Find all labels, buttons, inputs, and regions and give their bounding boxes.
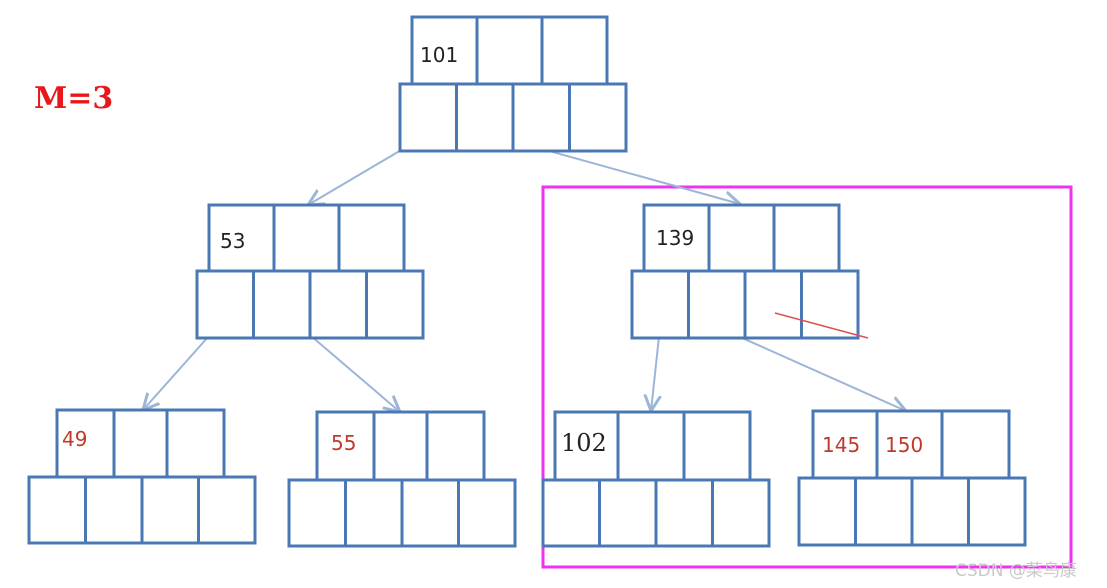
pointer-cell: [910, 476, 970, 547]
pointer-cell: [197, 475, 257, 545]
order-label: M=3: [34, 81, 113, 116]
node-left: 53: [195, 203, 425, 340]
key-label: 53: [220, 229, 245, 253]
pointer-cell: [27, 475, 87, 545]
pointer-cell: [797, 476, 857, 547]
pointer-cell: [967, 476, 1027, 547]
node-leaf4: 145 150: [797, 409, 1027, 547]
key-label: 145: [822, 433, 860, 457]
pointer-cell: [541, 478, 601, 548]
node-root: 101: [398, 15, 628, 153]
key-cell: [337, 203, 406, 273]
key-cell: [772, 203, 841, 273]
watermark-text: CSDN @菜鸟康: [955, 561, 1077, 581]
key-cell: [272, 203, 341, 273]
key-label: 101: [420, 43, 458, 67]
node-leaf2: 55: [287, 410, 517, 548]
pointer-cell: [287, 478, 347, 548]
key-cell: [475, 15, 544, 86]
key-cell: [875, 409, 944, 480]
key-cell: [540, 15, 609, 86]
pointer-cell: [308, 269, 368, 340]
node-right: 139: [630, 203, 860, 340]
key-cell: [410, 15, 479, 86]
key-label: 139: [656, 226, 694, 250]
pointer-cell: [455, 82, 515, 153]
highlight-box: [541, 185, 1073, 569]
pointer-cell: [630, 269, 690, 340]
key-label: 55: [331, 431, 356, 455]
key-cell: [553, 410, 620, 482]
pointer-cell: [743, 269, 803, 340]
pointer-cell: [568, 82, 628, 153]
key-cell: [207, 203, 276, 273]
pointer-cell: [800, 269, 860, 340]
key-cell: [616, 410, 686, 482]
node-leaf3: 102: [541, 410, 771, 548]
pointer-cell: [344, 478, 404, 548]
pointer-cell: [400, 478, 460, 548]
pointer-cell: [195, 269, 255, 340]
pointer-cell: [398, 82, 458, 153]
pointer-cell: [511, 82, 571, 153]
key-label: 102: [561, 429, 607, 457]
key-cell: [165, 408, 226, 479]
pointer-cell: [365, 269, 425, 340]
key-cell: [425, 410, 486, 482]
key-label: 150: [885, 433, 923, 457]
key-cell: [940, 409, 1011, 480]
pointer-cell: [252, 269, 312, 340]
key-cell: [682, 410, 752, 482]
key-cell: [372, 410, 429, 482]
node-leaf1: 49: [27, 408, 257, 545]
red-mark-line: [774, 312, 869, 339]
pointer-cell: [654, 478, 714, 548]
pointer-cell: [687, 269, 747, 340]
pointer-cell: [854, 476, 914, 547]
pointer-cell: [711, 478, 771, 548]
key-cell: [112, 408, 169, 479]
pointer-cell: [140, 475, 200, 545]
key-label: 49: [62, 427, 87, 451]
pointer-cell: [457, 478, 517, 548]
key-cell: [707, 203, 776, 273]
pointer-cell: [598, 478, 658, 548]
pointer-cell: [84, 475, 144, 545]
